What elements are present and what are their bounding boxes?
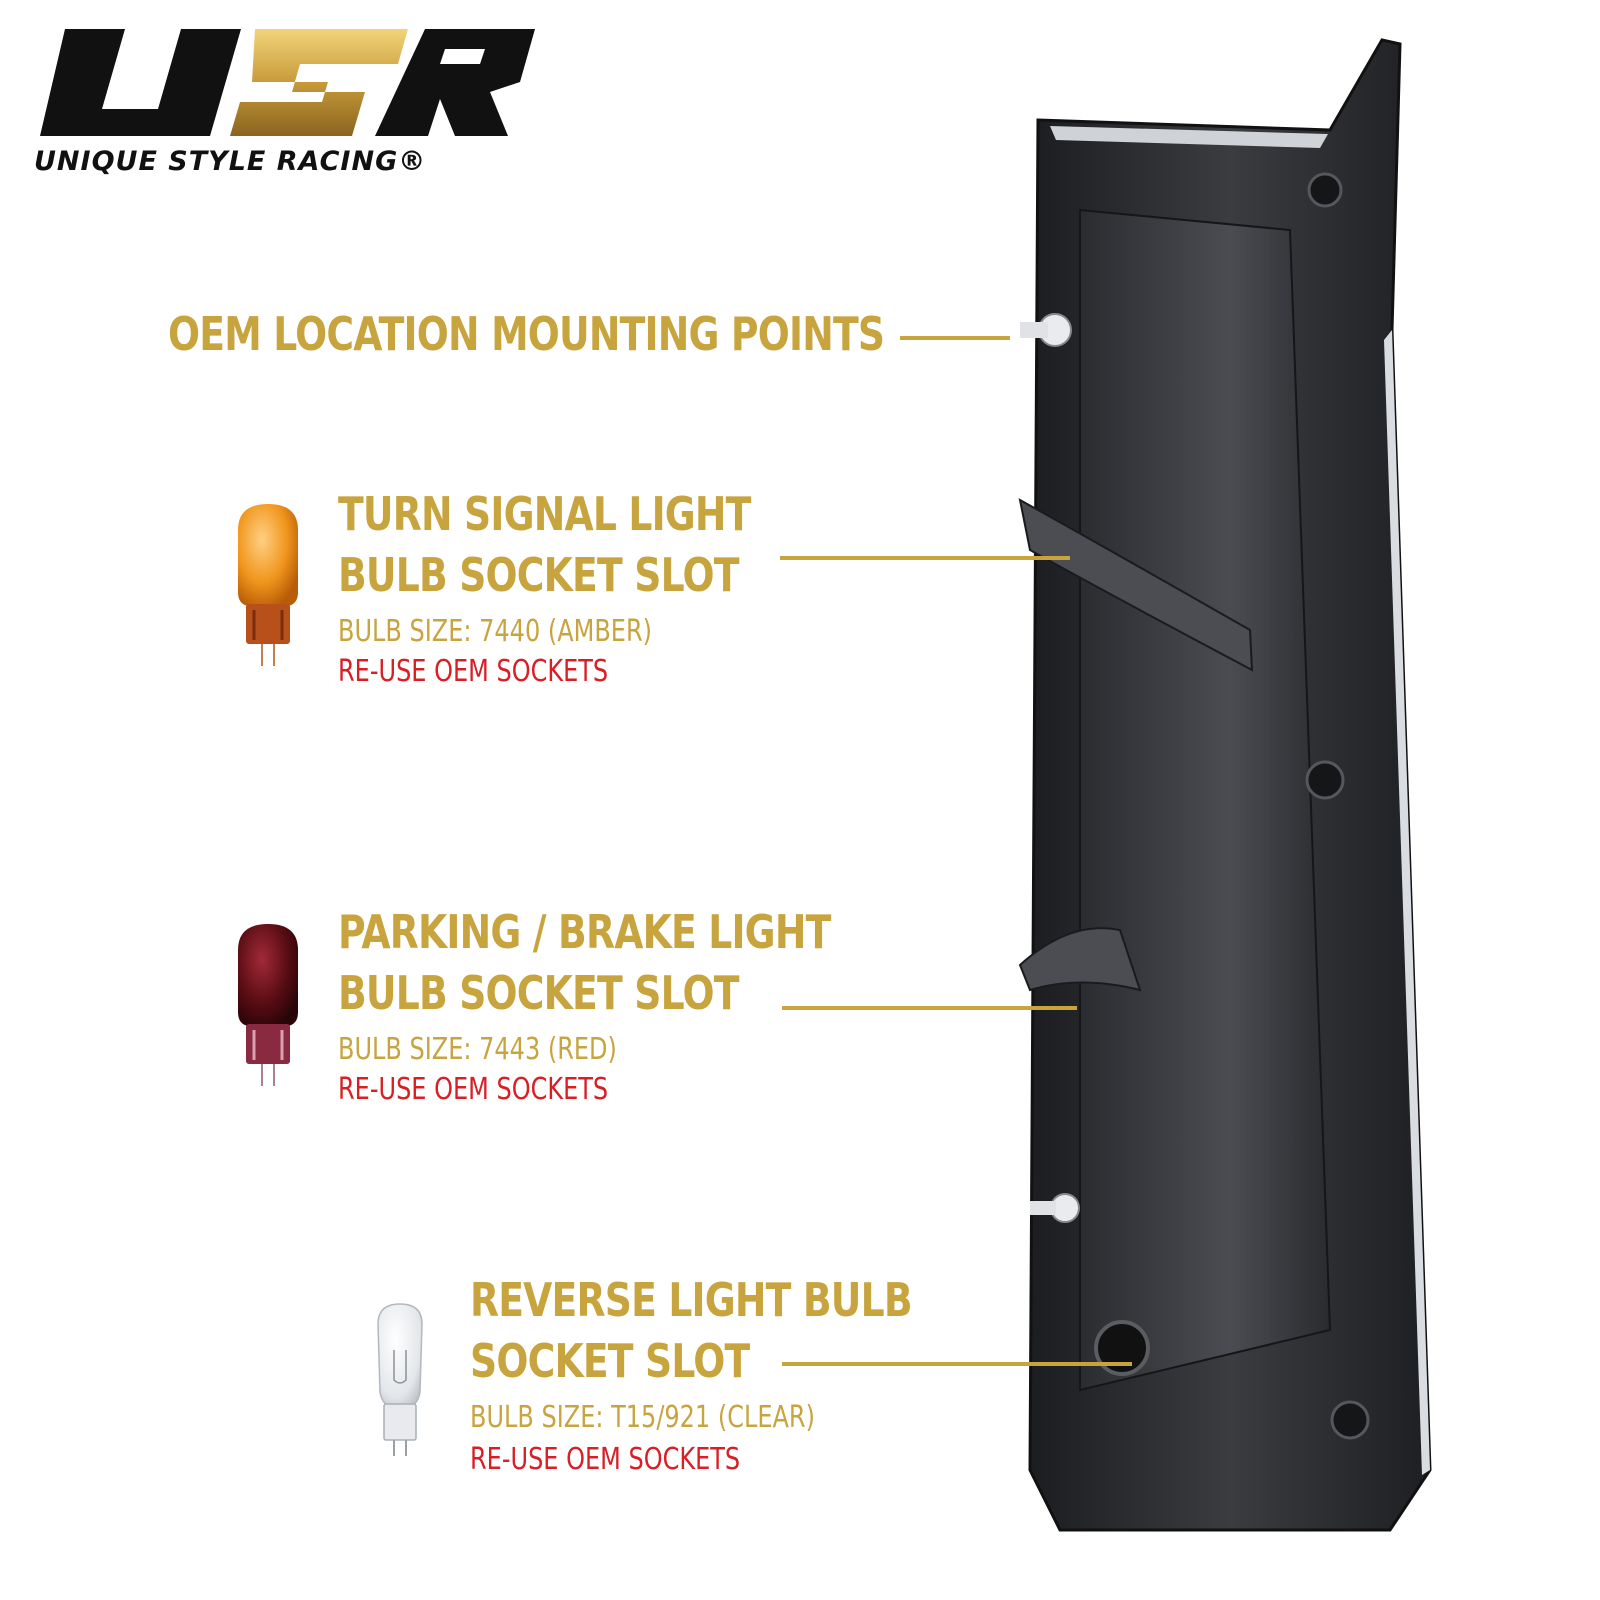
lens-edge [1384, 330, 1430, 1475]
mounting-leader-line [900, 336, 1010, 340]
lens-top [1050, 126, 1328, 148]
reverse-reuse-note: RE-USE OEM SOCKETS [470, 1442, 741, 1477]
brake-title-line1: PARKING / BRAKE LIGHT [338, 905, 831, 959]
brake-leader-line [782, 1006, 1077, 1010]
boss-1 [1307, 172, 1343, 208]
tail-light-housing [1018, 38, 1432, 1532]
reverse-bulb-size: BULB SIZE: T15/921 (CLEAR) [470, 1400, 815, 1435]
clear-bulb-icon [377, 1303, 423, 1456]
turn-socket-scoop [1018, 498, 1254, 672]
logo-tagline: UNIQUE STYLE RACING® [34, 146, 427, 177]
red-bulb-icon [238, 924, 298, 1086]
usr-logo [40, 29, 535, 136]
brake-reuse-note: RE-USE OEM SOCKETS [338, 1072, 609, 1107]
logo-letter-s [230, 29, 408, 136]
amber-bulb-icon [238, 504, 298, 666]
logo-letter-r [375, 29, 535, 136]
turn-signal-title-line2: BULB SOCKET SLOT [338, 548, 739, 602]
inner-panel [1079, 208, 1332, 1392]
brake-socket-scoop [1018, 927, 1142, 992]
boss-3 [1330, 1400, 1370, 1440]
reverse-socket [1094, 1320, 1150, 1376]
reverse-leader-line [782, 1362, 1132, 1366]
reverse-title-line1: REVERSE LIGHT BULB [470, 1273, 913, 1327]
brake-bulb-size: BULB SIZE: 7443 (RED) [338, 1032, 617, 1067]
boss-2 [1305, 760, 1345, 800]
turn-signal-reuse-note: RE-USE OEM SOCKETS [338, 654, 609, 689]
logo-letter-u [40, 29, 241, 136]
turn-signal-bulb-size: BULB SIZE: 7440 (AMBER) [338, 614, 652, 649]
reverse-title-line2: SOCKET SLOT [470, 1334, 750, 1388]
turn-signal-leader-line [780, 556, 1070, 560]
mounting-points-label: OEM LOCATION MOUNTING POINTS [168, 307, 885, 361]
turn-signal-title-line1: TURN SIGNAL LIGHT [338, 487, 751, 541]
brake-title-line2: BULB SOCKET SLOT [338, 966, 739, 1020]
